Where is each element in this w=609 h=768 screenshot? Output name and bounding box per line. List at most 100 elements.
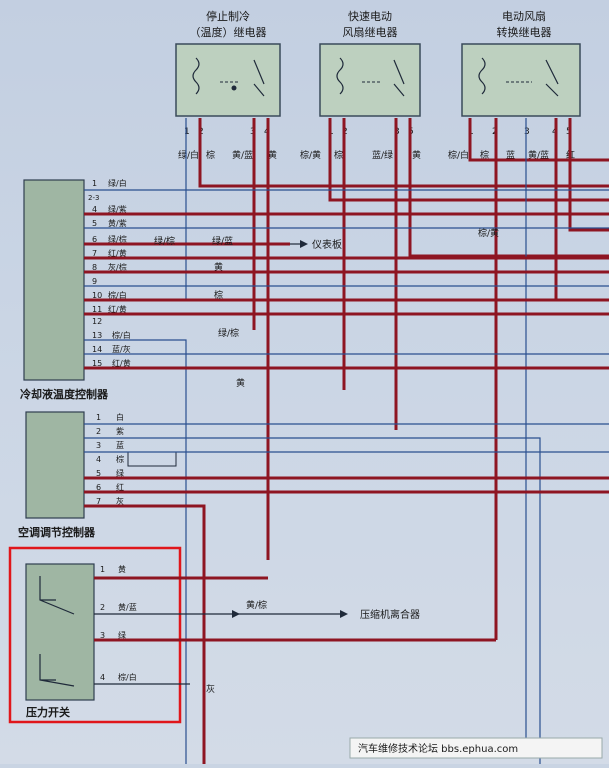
relay-1-wire-label-1: 绿/白 [178,149,199,161]
pressure-pin-4-color: 棕/白 [118,672,137,682]
relay-3-wire-label-2: 棕 [480,149,489,161]
label-green-blue: 绿/蓝 [212,235,233,247]
relay-fast-fan [319,43,421,117]
relay-1-title-line2: （温度）继电器 [190,25,267,39]
label-yellow-2: 黄 [236,377,245,389]
coolant-pin-15-color: 红/黄 [112,358,131,368]
ac-controller-label: 空调调节控制器 [18,525,96,539]
label-green-brown: 绿/棕 [154,235,175,247]
relay-2-wire-label-2: 棕 [334,149,343,161]
pressure-switch-wires [94,576,496,685]
coolant-pin-7-color: 红/黄 [108,248,127,258]
watermark: 汽车维修技术论坛 bbs.ephua.com [358,742,518,755]
coolant-temp-controller [23,179,85,381]
ac-pin-7-color: 灰 [116,496,124,506]
relay-3-title-line2: 转换继电器 [497,25,552,39]
coolant-pin-1: 1 [92,179,97,188]
relay-3-wire-label-4: 黄/蓝 [528,149,549,161]
coolant-controller-wires [84,189,609,764]
coolant-pin-5: 5 [92,219,97,228]
ac-pin-3-color: 蓝 [116,440,124,450]
pressure-pin-2-color: 黄/蓝 [118,602,137,612]
pressure-pin-1: 1 [100,565,105,574]
label-yellow-brown: 黄/棕 [246,599,267,611]
relay-1-box [175,43,281,117]
coolant-pin-1-color: 绿/白 [108,178,127,188]
pressure-pin-2: 2 [100,603,105,612]
coolant-pin-14: 14 [92,345,102,354]
pressure-switch-pins: 1 黄 2 黄/蓝 3 绿 4 棕/白 [100,564,137,682]
coolant-controller-pins: 1 绿/白 2-3 4 绿/紫 5 黄/紫 6 绿/棕 7 红/黄 8 灰/棕 … [88,178,131,368]
label-green-brown-2: 绿/棕 [218,327,239,339]
pressure-switch-contact-2-icon [39,654,75,687]
relay-3-wire-label-1: 棕/白 [448,149,469,161]
pressure-pin-3-color: 绿 [118,631,126,640]
relay-1-coil-icon [192,57,200,95]
relay-1-wire-label-4: 黄 [268,149,277,161]
label-compressor-clutch: 压缩机离合器 [360,608,420,621]
pressure-switch-contact-1-icon [39,576,75,615]
pressure-pin-4: 4 [100,673,105,682]
relay-2-title-line2: 风扇继电器 [343,25,398,39]
coolant-pin-10-color: 棕/白 [108,290,127,300]
pressure-switch [25,563,95,701]
coolant-pin-14-color: 蓝/灰 [112,344,131,354]
ac-pin-1-color: 白 [116,412,124,422]
ac-pin-7: 7 [96,497,101,506]
label-brown-yellow: 棕/黄 [478,227,499,239]
coolant-pin-5-color: 黄/紫 [108,218,127,228]
ac-pin-6-color: 红 [116,482,124,492]
coolant-pin-7: 7 [92,249,97,258]
coolant-controller-label: 冷却液温度控制器 [20,387,109,401]
coolant-pin-10: 10 [92,291,102,300]
relay-3-wire-label-3: 蓝 [506,149,515,161]
relay-stop-cooling [175,43,281,117]
pressure-pin-1-color: 黄 [118,564,126,574]
relay-wires [185,118,609,740]
pressure-pin-3: 3 [100,631,105,640]
coolant-pin-13: 13 [92,331,102,340]
relay-1-pin-1: 1 [184,127,190,137]
coolant-pin-4-color: 绿/紫 [108,205,127,214]
ac-controller-pins: 1 白 2 紫 3 蓝 4 棕 5 绿 6 红 7 灰 [96,412,124,506]
pressure-switch-highlight [8,546,182,724]
ac-pin-2-color: 紫 [116,427,124,436]
coolant-pin-2-3: 2-3 [88,194,99,202]
arrow-right-icon [300,240,308,248]
relay-1-wire-label-3: 黄/蓝 [232,149,253,161]
coolant-pin-15: 15 [92,359,102,368]
relay-2-wire-label-1: 棕/黄 [300,149,321,161]
relay-3-coil-icon [478,57,486,95]
ac-pin-3: 3 [96,441,101,450]
ac-pin-5-color: 绿 [116,469,124,478]
relay-3-title-line1: 电动风扇 [502,9,546,23]
label-yellow: 黄 [214,261,223,273]
relay-1-wire-label-2: 棕 [206,149,215,161]
ac-pin-4-callout [127,451,177,467]
coolant-pin-6: 6 [92,235,97,244]
relay-2-title-line1: 快速电动 [348,10,392,23]
coolant-pin-13-color: 棕/白 [112,330,131,340]
ac-pin-4: 4 [96,455,101,464]
relay-2-box [319,43,421,117]
relay-3-contact-icon [545,59,559,97]
relay-1-node [231,85,237,91]
coolant-pin-12: 12 [92,317,102,326]
ac-regulator-controller [25,411,85,519]
label-instrument-panel: 仪表板 [312,238,342,251]
relay-3-pin-3: 3 [524,127,530,137]
coolant-pin-8: 8 [92,263,97,272]
coolant-pin-9: 9 [92,277,97,286]
ac-controller-wires [84,423,609,764]
ac-pin-4-color: 棕 [116,454,124,464]
relay-2-wire-label-3: 蓝/绿 [372,149,393,161]
relay-2-wire-label-4: 黄 [412,149,421,161]
relay-2-coil-icon [336,57,344,95]
watermark-box [349,737,603,759]
coolant-pin-11-color: 红/黄 [108,304,127,314]
relay-2-contact-icon [393,59,405,97]
label-brown: 棕 [214,289,223,301]
arrow-right-icon-2 [232,610,240,618]
